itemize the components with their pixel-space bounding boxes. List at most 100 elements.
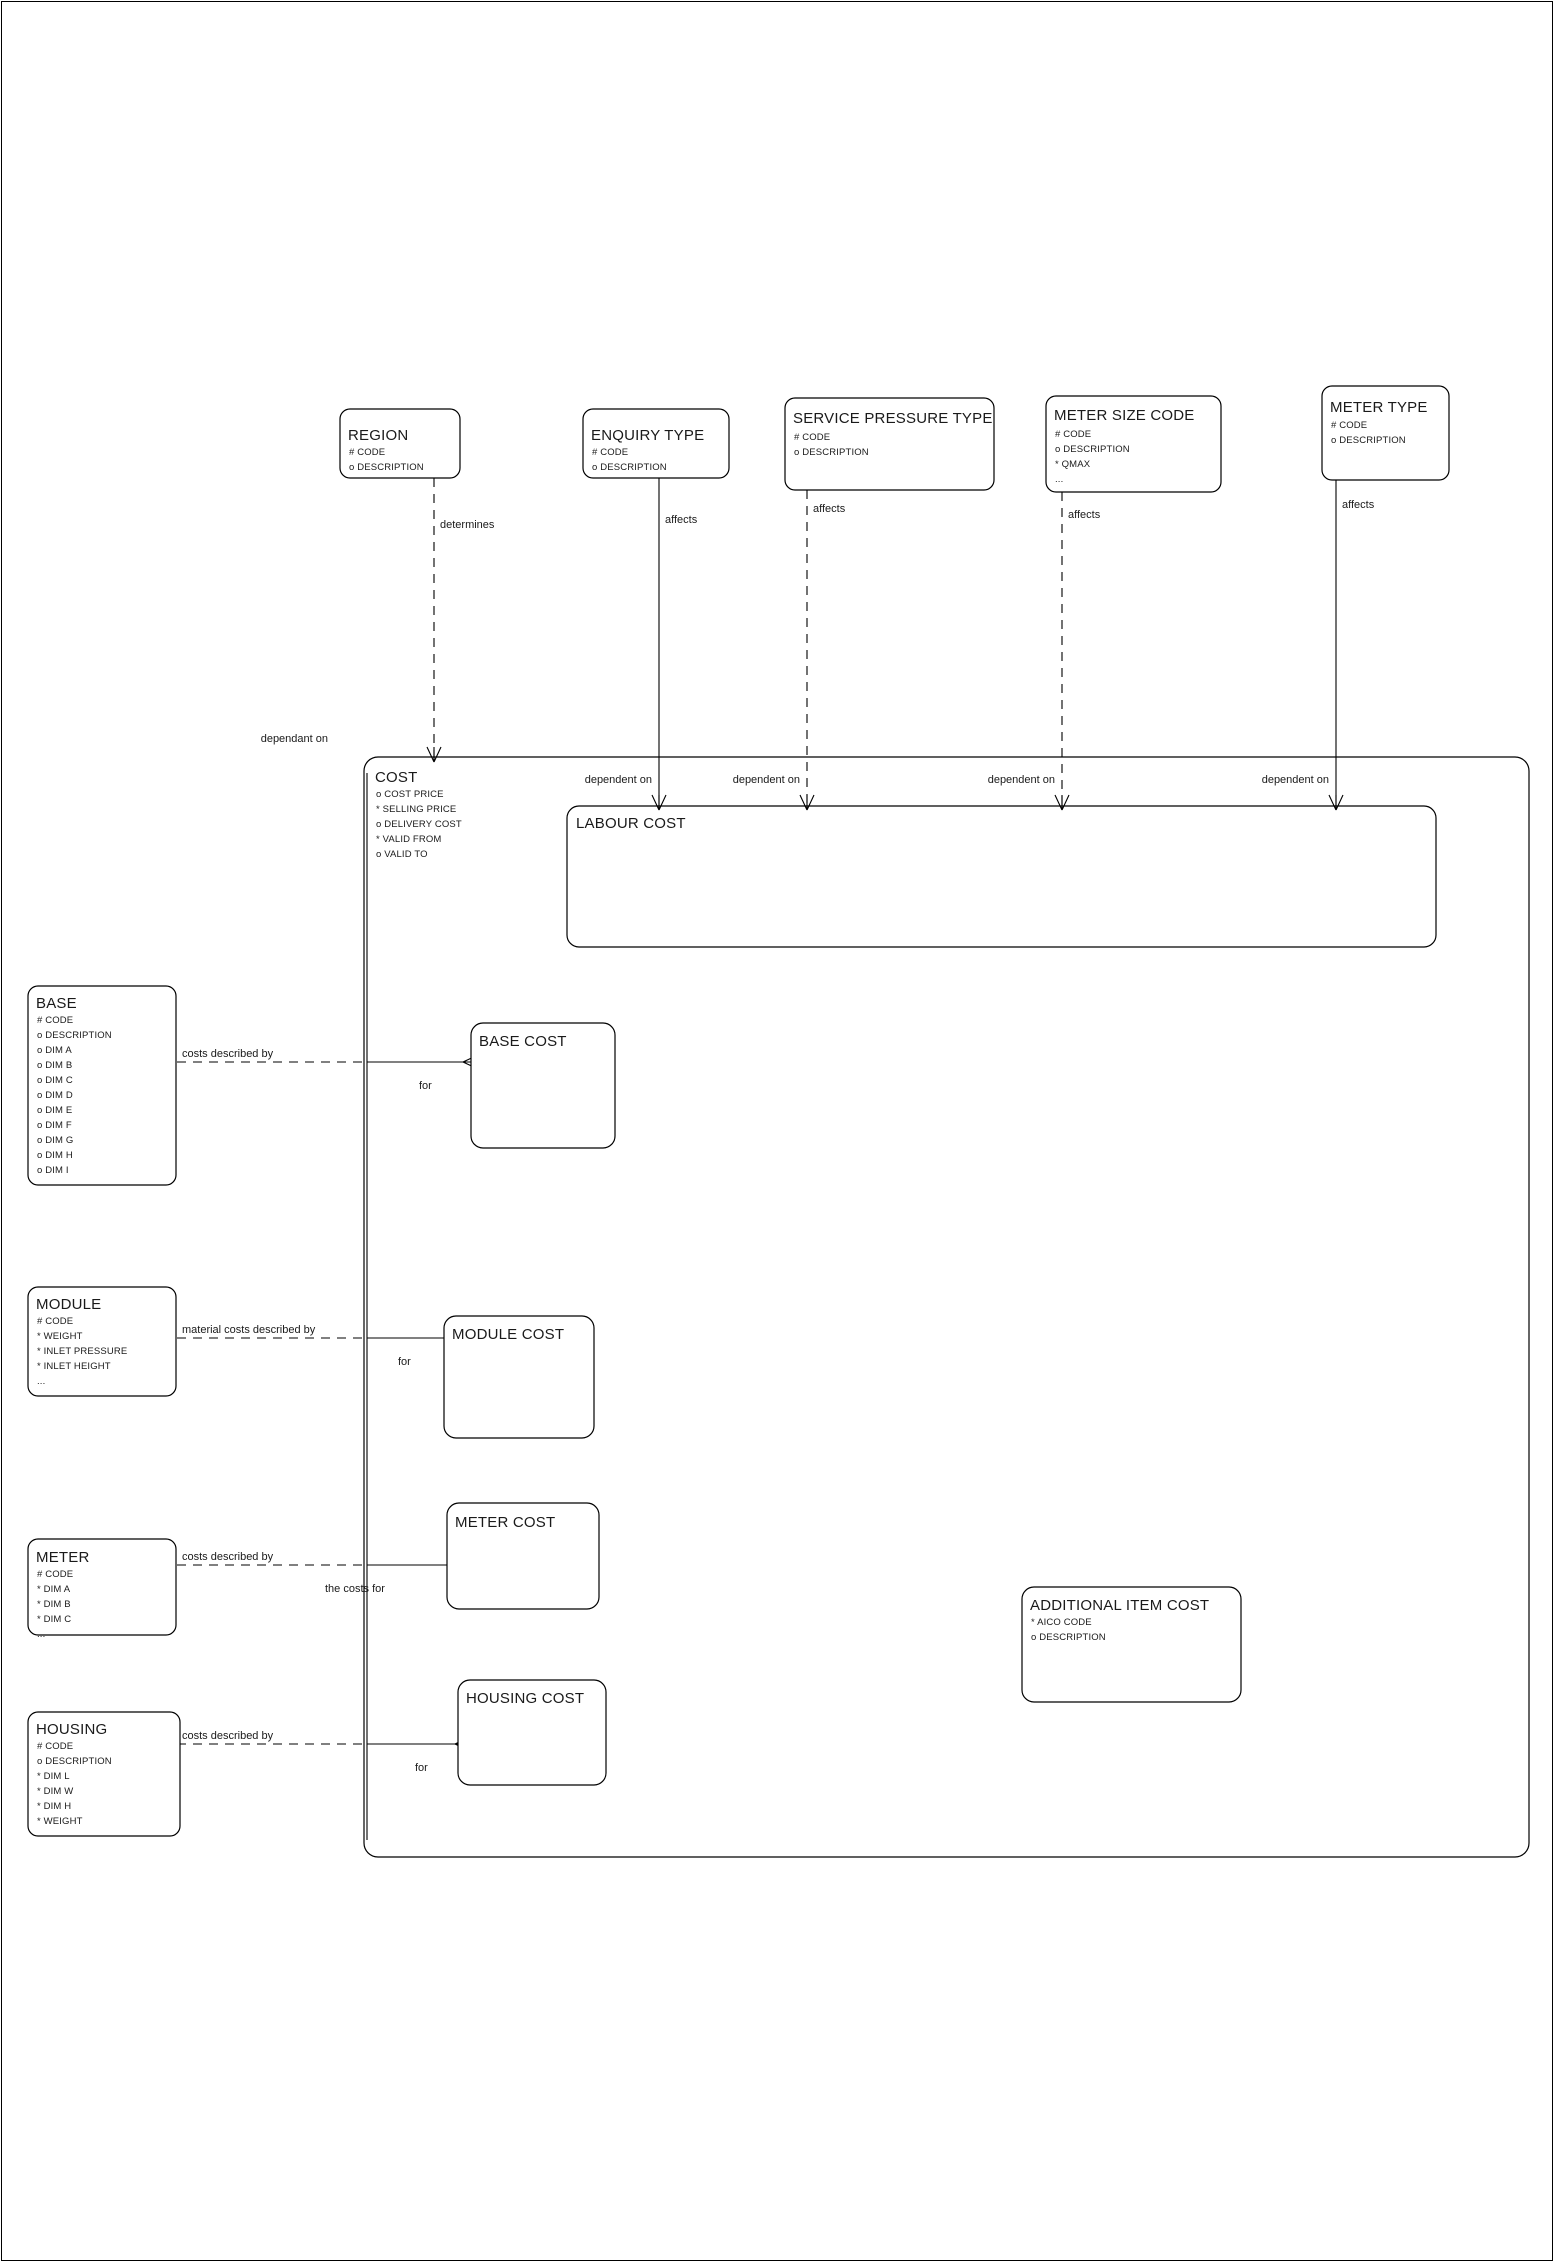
entity-cost-title: COST <box>375 769 417 786</box>
entity-housing-title: HOUSING <box>36 1721 107 1738</box>
label-dependent-on-4: dependent on <box>1262 774 1329 786</box>
entity-meter-size-code[interactable]: METER SIZE CODE # CODE o DESCRIPTION * Q… <box>1045 395 1222 493</box>
entity-meter-size-code-attr-2: * QMAX <box>1055 459 1091 470</box>
entity-base-cost-box[interactable] <box>470 1022 616 1149</box>
entity-service-pressure-type[interactable]: SERVICE PRESSURE TYPE # CODE o DESCRIPTI… <box>784 397 995 491</box>
entity-enquiry-type[interactable]: ENQUIRY TYPE # CODE o DESCRIPTION <box>582 408 730 479</box>
entity-housing-attr-1: o DESCRIPTION <box>37 1756 112 1767</box>
entity-meter-attr-0: # CODE <box>37 1569 73 1580</box>
entity-base-attr-0: # CODE <box>37 1015 73 1026</box>
entity-module-attr-2: * INLET PRESSURE <box>37 1346 127 1357</box>
entity-enquiry-type-attr-0: # CODE <box>592 447 628 458</box>
crowfoot-meter-size-labour <box>1054 794 1070 811</box>
label-dependent-on-1: dependent on <box>585 774 652 786</box>
entity-labour-cost-title: LABOUR COST <box>576 815 686 832</box>
entity-meter-size-code-box[interactable] <box>1045 395 1222 493</box>
entity-base-title: BASE <box>36 995 77 1012</box>
label-housing-costs-described-by: costs described by <box>182 1730 274 1742</box>
entity-module-title: MODULE <box>36 1296 101 1313</box>
entity-labour-cost-box[interactable] <box>566 805 1437 948</box>
label-module-material-costs-described-by: material costs described by <box>182 1324 316 1336</box>
entity-service-pressure-type-box[interactable] <box>784 397 995 491</box>
label-dependant-on: dependant on <box>261 733 328 745</box>
entity-module-cost-title: MODULE COST <box>452 1326 564 1343</box>
entity-meter-attr-3: * DIM C <box>37 1614 71 1625</box>
entity-service-pressure-type-attr-0: # CODE <box>794 432 830 443</box>
entity-additional-item-cost-title: ADDITIONAL ITEM COST <box>1030 1597 1209 1614</box>
entity-base-cost-title: BASE COST <box>479 1033 567 1050</box>
entity-region-attr-0: # CODE <box>349 447 385 458</box>
crowfoot-service-pressure-labour <box>799 794 815 811</box>
entity-enquiry-type-attr-1: o DESCRIPTION <box>592 462 667 473</box>
entity-base[interactable]: BASE # CODE o DESCRIPTION o DIM A o DIM … <box>27 985 177 1186</box>
entity-base-attr-2: o DIM A <box>37 1045 72 1056</box>
entity-meter-type-attr-0: # CODE <box>1331 420 1367 431</box>
entity-additional-item-cost-box[interactable] <box>1021 1586 1242 1703</box>
entity-meter-cost[interactable]: METER COST <box>446 1502 600 1610</box>
entity-housing[interactable]: HOUSING # CODE o DESCRIPTION * DIM L * D… <box>27 1711 181 1837</box>
label-dependent-on-2: dependent on <box>733 774 800 786</box>
entity-housing-attr-4: * DIM H <box>37 1801 71 1812</box>
entity-module-box[interactable] <box>27 1286 177 1397</box>
entity-region[interactable]: REGION # CODE o DESCRIPTION <box>339 408 461 479</box>
entity-meter-type-box[interactable] <box>1321 385 1450 481</box>
crowfoot-enquiry-labour <box>651 794 667 811</box>
entity-additional-item-cost-attr-0: * AICO CODE <box>1031 1617 1092 1628</box>
entity-module-cost-box[interactable] <box>443 1315 595 1439</box>
entity-region-attr-1: o DESCRIPTION <box>349 462 424 473</box>
entity-meter-type[interactable]: METER TYPE # CODE o DESCRIPTION <box>1321 385 1450 481</box>
entity-module-attr-4: ... <box>37 1376 45 1387</box>
entity-module-cost[interactable]: MODULE COST <box>443 1315 595 1439</box>
entity-region-title: REGION <box>348 427 408 444</box>
entity-base-attr-3: o DIM B <box>37 1060 72 1071</box>
label-affects-service-pressure: affects <box>813 503 846 515</box>
entity-meter-title: METER <box>36 1549 90 1566</box>
entity-module-attr-0: # CODE <box>37 1316 73 1327</box>
label-meter-the-costs-for: the costs for <box>325 1583 385 1595</box>
entity-enquiry-type-title: ENQUIRY TYPE <box>591 427 704 444</box>
entity-enquiry-type-box[interactable] <box>582 408 730 479</box>
entity-cost-box[interactable] <box>363 756 1530 1858</box>
entity-housing-cost-box[interactable] <box>457 1679 607 1786</box>
entity-meter-box[interactable] <box>27 1538 177 1636</box>
entity-housing-box[interactable] <box>27 1711 181 1837</box>
entity-base-attr-10: o DIM I <box>37 1165 69 1176</box>
entity-cost-attr-2: o DELIVERY COST <box>376 819 462 830</box>
entity-meter-attr-4: ... <box>37 1629 45 1640</box>
entity-housing-cost-title: HOUSING COST <box>466 1690 584 1707</box>
entity-cost-attr-3: * VALID FROM <box>376 834 442 845</box>
entity-base-attr-1: o DESCRIPTION <box>37 1030 112 1041</box>
label-base-costs-described-by: costs described by <box>182 1048 274 1060</box>
label-module-for: for <box>398 1356 411 1368</box>
entity-meter-cost-title: METER COST <box>455 1514 555 1531</box>
label-affects-meter-size: affects <box>1068 509 1101 521</box>
entity-meter-size-code-title: METER SIZE CODE <box>1054 407 1195 424</box>
entity-labour-cost[interactable]: LABOUR COST <box>566 805 1437 948</box>
entity-region-box[interactable] <box>339 408 461 479</box>
entity-meter-attr-1: * DIM A <box>37 1584 71 1595</box>
entity-module-attr-3: * INLET HEIGHT <box>37 1361 111 1372</box>
entity-meter-size-code-attr-3: ... <box>1055 474 1063 485</box>
label-housing-for: for <box>415 1762 428 1774</box>
entity-additional-item-cost[interactable]: ADDITIONAL ITEM COST * AICO CODE o DESCR… <box>1021 1586 1242 1703</box>
label-affects-meter-type: affects <box>1342 499 1375 511</box>
entity-cost[interactable]: COST o COST PRICE * SELLING PRICE o DELI… <box>363 756 1530 1858</box>
entity-base-cost[interactable]: BASE COST <box>470 1022 616 1149</box>
entity-meter-cost-box[interactable] <box>446 1502 600 1610</box>
crowfoot-meter-type-labour <box>1328 794 1344 811</box>
entity-cost-attr-0: o COST PRICE <box>376 789 444 800</box>
entity-housing-attr-5: * WEIGHT <box>37 1816 83 1827</box>
entity-meter-type-attr-1: o DESCRIPTION <box>1331 435 1406 446</box>
entity-housing-cost[interactable]: HOUSING COST <box>457 1679 607 1786</box>
entity-meter[interactable]: METER # CODE * DIM A * DIM B * DIM C ... <box>27 1538 177 1640</box>
entity-meter-size-code-attr-1: o DESCRIPTION <box>1055 444 1130 455</box>
crowfoot-region-cost <box>426 746 442 763</box>
entity-housing-attr-0: # CODE <box>37 1741 73 1752</box>
entity-base-box[interactable] <box>27 985 177 1186</box>
label-base-for: for <box>419 1080 432 1092</box>
entity-base-attr-7: o DIM F <box>37 1120 72 1131</box>
entity-module[interactable]: MODULE # CODE * WEIGHT * INLET PRESSURE … <box>27 1286 177 1397</box>
entity-base-attr-9: o DIM H <box>37 1150 73 1161</box>
label-dependent-on-3: dependent on <box>988 774 1055 786</box>
entity-base-attr-4: o DIM C <box>37 1075 73 1086</box>
